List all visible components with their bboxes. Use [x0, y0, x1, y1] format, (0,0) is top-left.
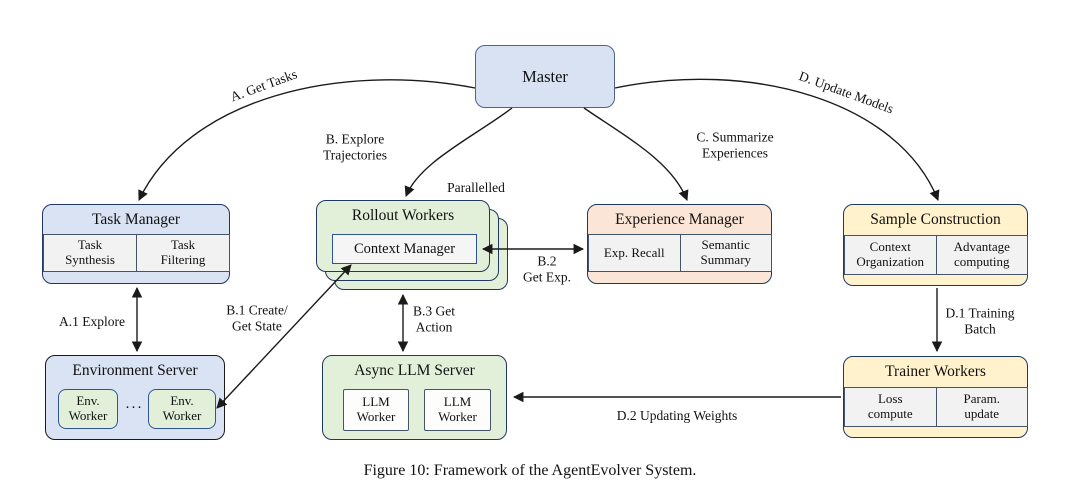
task-manager-node: Task Manager Task Synthesis Task Filteri…: [42, 204, 230, 284]
edge-d-update-models: [614, 78, 940, 201]
rollout-workers-node: Rollout Workers Context Manager: [316, 200, 490, 272]
task-synthesis-cell: Task Synthesis: [43, 234, 137, 272]
label-c-summarize-experiences: C. Summarize Experiences: [696, 129, 774, 161]
semantic-summary-cell: Semantic Summary: [679, 234, 772, 272]
edge-c-summarize-experiences: [583, 107, 689, 201]
label-a-get-tasks: A. Get Tasks: [228, 66, 300, 105]
loss-compute-cell: Loss compute: [844, 387, 937, 427]
label-b3-get-action: B.3 Get Action: [413, 303, 455, 335]
label-b-explore-trajectories: B. Explore Trajectories: [323, 131, 387, 163]
env-worker-box-2: Env. Worker: [148, 389, 216, 429]
context-organization-cell: Context Organization: [844, 235, 937, 275]
edge-a-get-tasks: [138, 79, 476, 201]
task-manager-title: Task Manager: [91, 211, 180, 228]
param-update-cell: Param. update: [935, 387, 1028, 427]
experience-manager-node: Experience Manager Exp. Recall Semantic …: [587, 204, 772, 284]
environment-server-node: Environment Server Env. Worker ··· Env. …: [45, 355, 225, 440]
sample-construction-title: Sample Construction: [870, 211, 1001, 228]
parallelled-label: Parallelled: [447, 179, 505, 195]
sample-construction-cells: Context Organization Advantage computing: [844, 235, 1028, 275]
llm-worker-box-1: LLM Worker: [343, 389, 409, 431]
task-manager-cells: Task Synthesis Task Filtering: [43, 234, 230, 272]
exp-recall-cell: Exp. Recall: [588, 234, 681, 272]
master-node: Master: [475, 45, 615, 108]
trainer-workers-cells: Loss compute Param. update: [844, 387, 1028, 427]
sample-construction-node: Sample Construction Context Organization…: [843, 204, 1028, 286]
async-llm-server-title: Async LLM Server: [354, 362, 475, 379]
label-b2-get-exp: B.2 Get Exp.: [523, 253, 571, 285]
label-b1-create-get-state: B.1 Create/ Get State: [226, 302, 288, 334]
context-manager-box: Context Manager: [332, 234, 477, 264]
label-d1-training-batch: D.1 Training Batch: [945, 305, 1015, 337]
label-d-update-models: D. Update Models: [797, 68, 896, 117]
label-a1-explore: A.1 Explore: [59, 313, 125, 329]
label-d2-updating-weights: D.2 Updating Weights: [616, 407, 738, 423]
trainer-workers-title: Trainer Workers: [885, 363, 986, 380]
task-filtering-cell: Task Filtering: [136, 234, 230, 272]
experience-manager-cells: Exp. Recall Semantic Summary: [588, 234, 772, 272]
experience-manager-title: Experience Manager: [615, 211, 744, 228]
environment-server-title: Environment Server: [72, 362, 198, 379]
master-title: Master: [522, 66, 568, 86]
advantage-computing-cell: Advantage computing: [935, 235, 1028, 275]
context-manager-label: Context Manager: [353, 240, 456, 257]
async-llm-server-node: Async LLM Server LLM Worker LLM Worker: [322, 355, 507, 440]
ellipsis-dots: ···: [125, 400, 143, 416]
rollout-workers-title: Rollout Workers: [351, 207, 455, 224]
figure-caption: Figure 10: Framework of the AgentEvolver…: [363, 462, 697, 479]
trainer-workers-node: Trainer Workers Loss compute Param. upda…: [843, 356, 1028, 438]
env-worker-box-1: Env. Worker: [58, 389, 118, 429]
llm-worker-box-2: LLM Worker: [424, 389, 491, 431]
